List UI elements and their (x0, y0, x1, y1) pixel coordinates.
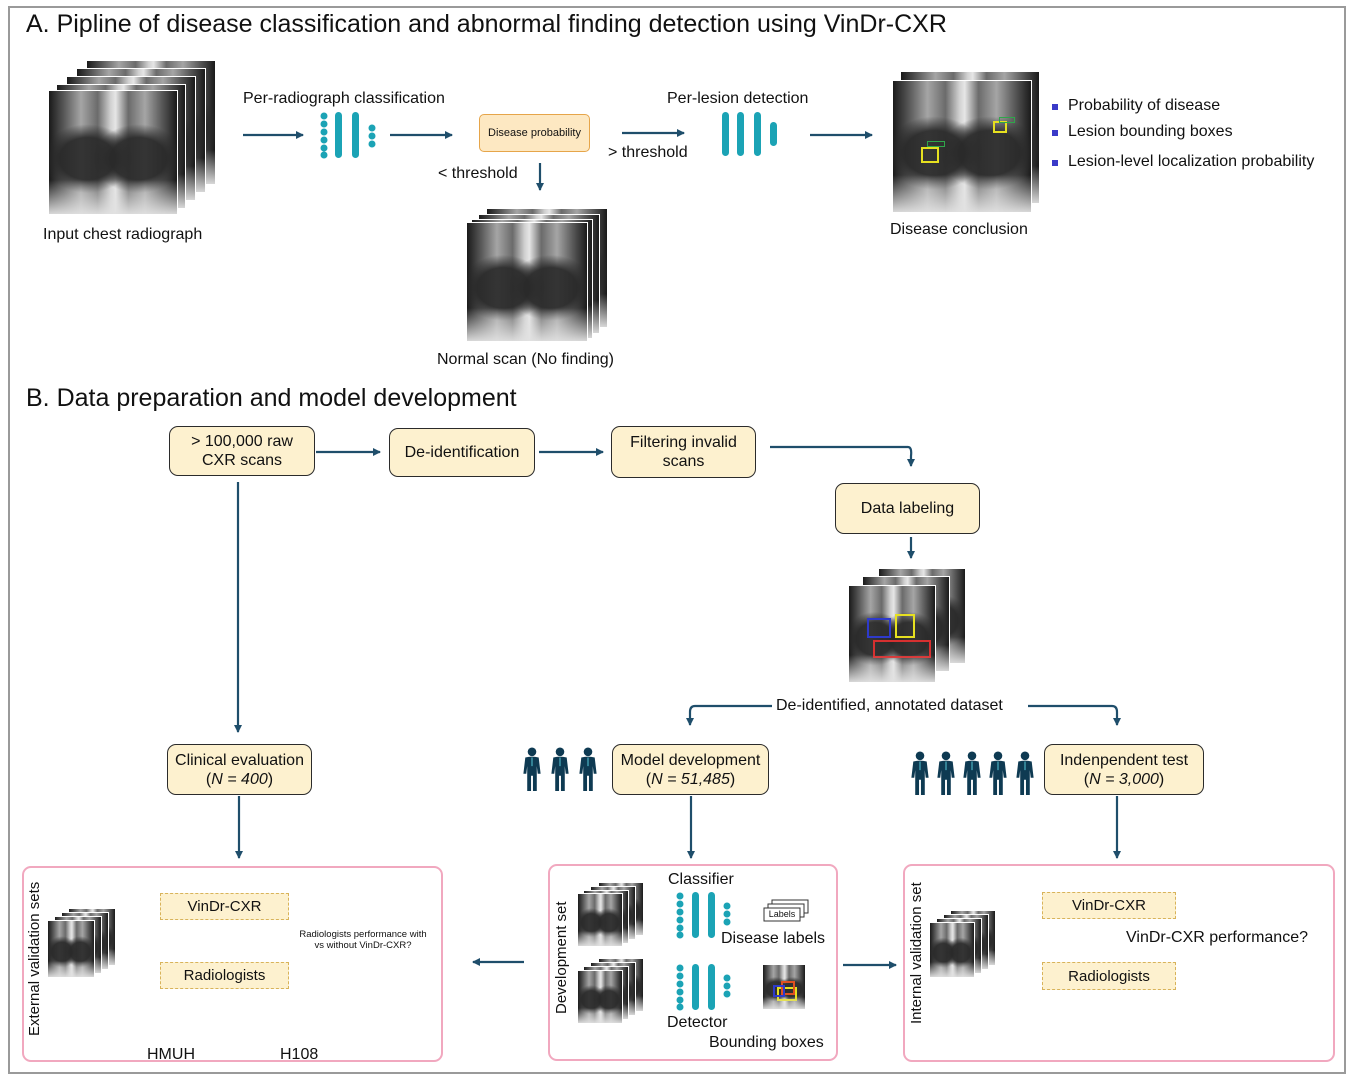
person-icon (578, 747, 598, 796)
xray-image-annotated (762, 964, 806, 1010)
model-development-box: Model development (N = 51,485) (612, 744, 769, 795)
external-question-line2: vs without VinDr-CXR? (314, 940, 412, 951)
lesion-box (999, 117, 1015, 123)
xray-image (577, 893, 623, 947)
xray-image-annotated (848, 585, 936, 683)
h108-label: H108 (280, 1046, 319, 1063)
xray-image (929, 922, 975, 978)
indep-test-title: Indenpendent test (1059, 751, 1189, 769)
bullet-icon (1052, 104, 1058, 110)
clinical-eval-n-value: N = 400 (211, 770, 268, 788)
model-dev-n-value: N = 51,485 (651, 770, 730, 788)
internal-question: VinDr-CXR performance? (1126, 929, 1308, 946)
model-dev-n-open: ( (645, 770, 652, 788)
deidentification-box: De-identification (389, 428, 535, 477)
xray-image (577, 970, 623, 1024)
below-threshold-label: < threshold (438, 165, 518, 182)
input-label: Input chest radiograph (43, 226, 203, 243)
lesion-box (927, 141, 945, 147)
filtering-box: Filtering invalid scans (611, 426, 756, 478)
lesion-box (867, 618, 891, 638)
external-question: Radiologists performance with vs without… (288, 929, 438, 951)
xray-image-annotated (892, 80, 1032, 213)
output-item: Lesion bounding boxes (1068, 123, 1233, 140)
dataset-label: De-identified, annotated dataset (776, 697, 1003, 714)
disease-labels-label: Disease labels (721, 930, 826, 947)
xray-image (47, 920, 95, 978)
section-a-title: A. Pipline of disease classification and… (26, 10, 947, 38)
person-icon (910, 751, 930, 800)
output-item: Probability of disease (1068, 97, 1221, 114)
lesion-box (895, 614, 915, 638)
above-threshold-label: > threshold (608, 144, 688, 161)
data-labeling-box: Data labeling (835, 483, 980, 534)
person-icon (1015, 751, 1035, 800)
labels-tag: Labels (768, 909, 796, 919)
raw-scans-line2: CXR scans (201, 452, 283, 469)
xray-image (48, 90, 178, 215)
person-icon (550, 747, 570, 796)
model-dev-n: (N = 51,485) (646, 770, 735, 789)
indep-test-n: (N = 3,000) (1084, 770, 1164, 789)
clinical-eval-n-close: ) (267, 770, 274, 788)
bullet-icon (1052, 160, 1058, 166)
detector-label: Detector (667, 1014, 728, 1031)
person-icon (522, 747, 542, 796)
person-icon (988, 751, 1008, 800)
external-question-line1: Radiologists performance with (299, 929, 427, 940)
clinical-eval-n: (N = 400) (206, 770, 273, 789)
section-b-title: B. Data preparation and model developmen… (26, 384, 517, 412)
disease-probability-box: Disease probability (479, 114, 590, 152)
person-icon (936, 751, 956, 800)
lesion-box (781, 981, 795, 995)
person-icon (962, 751, 982, 800)
raw-scans-line1: > 100,000 raw (191, 433, 293, 450)
per-lesion-label: Per-lesion detection (667, 90, 809, 107)
bounding-boxes-label: Bounding boxes (709, 1034, 824, 1051)
lesion-box (921, 147, 939, 163)
model-dev-n-close: ) (729, 770, 736, 788)
filtering-line1: Filtering invalid (630, 434, 737, 451)
output-item: Lesion-level localization probability (1068, 153, 1315, 170)
filtering-line2: scans (662, 453, 705, 470)
bullet-icon (1052, 130, 1058, 136)
raw-scans-box: > 100,000 raw CXR scans (169, 426, 315, 476)
hmuh-label: HMUH (147, 1046, 195, 1063)
normal-scan-label: Normal scan (No finding) (437, 351, 614, 368)
indep-test-n-open: ( (1083, 770, 1090, 788)
disease-conclusion-label: Disease conclusion (890, 221, 1028, 238)
clinical-eval-title: Clinical evaluation (175, 751, 304, 769)
external-vindr-box: VinDr-CXR (160, 893, 289, 920)
internal-side-label: Internal validation set (908, 882, 925, 1024)
clinical-eval-n-open: ( (205, 770, 212, 788)
indep-test-n-close: ) (1158, 770, 1165, 788)
per-radiograph-label: Per-radiograph classification (243, 90, 445, 107)
clinical-evaluation-box: Clinical evaluation (N = 400) (167, 744, 312, 795)
model-dev-title: Model development (620, 751, 761, 769)
xray-image (466, 222, 588, 342)
independent-test-box: Indenpendent test (N = 3,000) (1044, 744, 1204, 795)
external-radiologists-box: Radiologists (160, 962, 289, 989)
indep-test-n-value: N = 3,000 (1089, 770, 1159, 788)
lesion-box (773, 985, 785, 997)
classifier-label: Classifier (668, 871, 734, 888)
internal-vindr-box: VinDr-CXR (1042, 892, 1176, 919)
figure-frame (8, 6, 1346, 1074)
internal-radiologists-box: Radiologists (1042, 962, 1176, 990)
